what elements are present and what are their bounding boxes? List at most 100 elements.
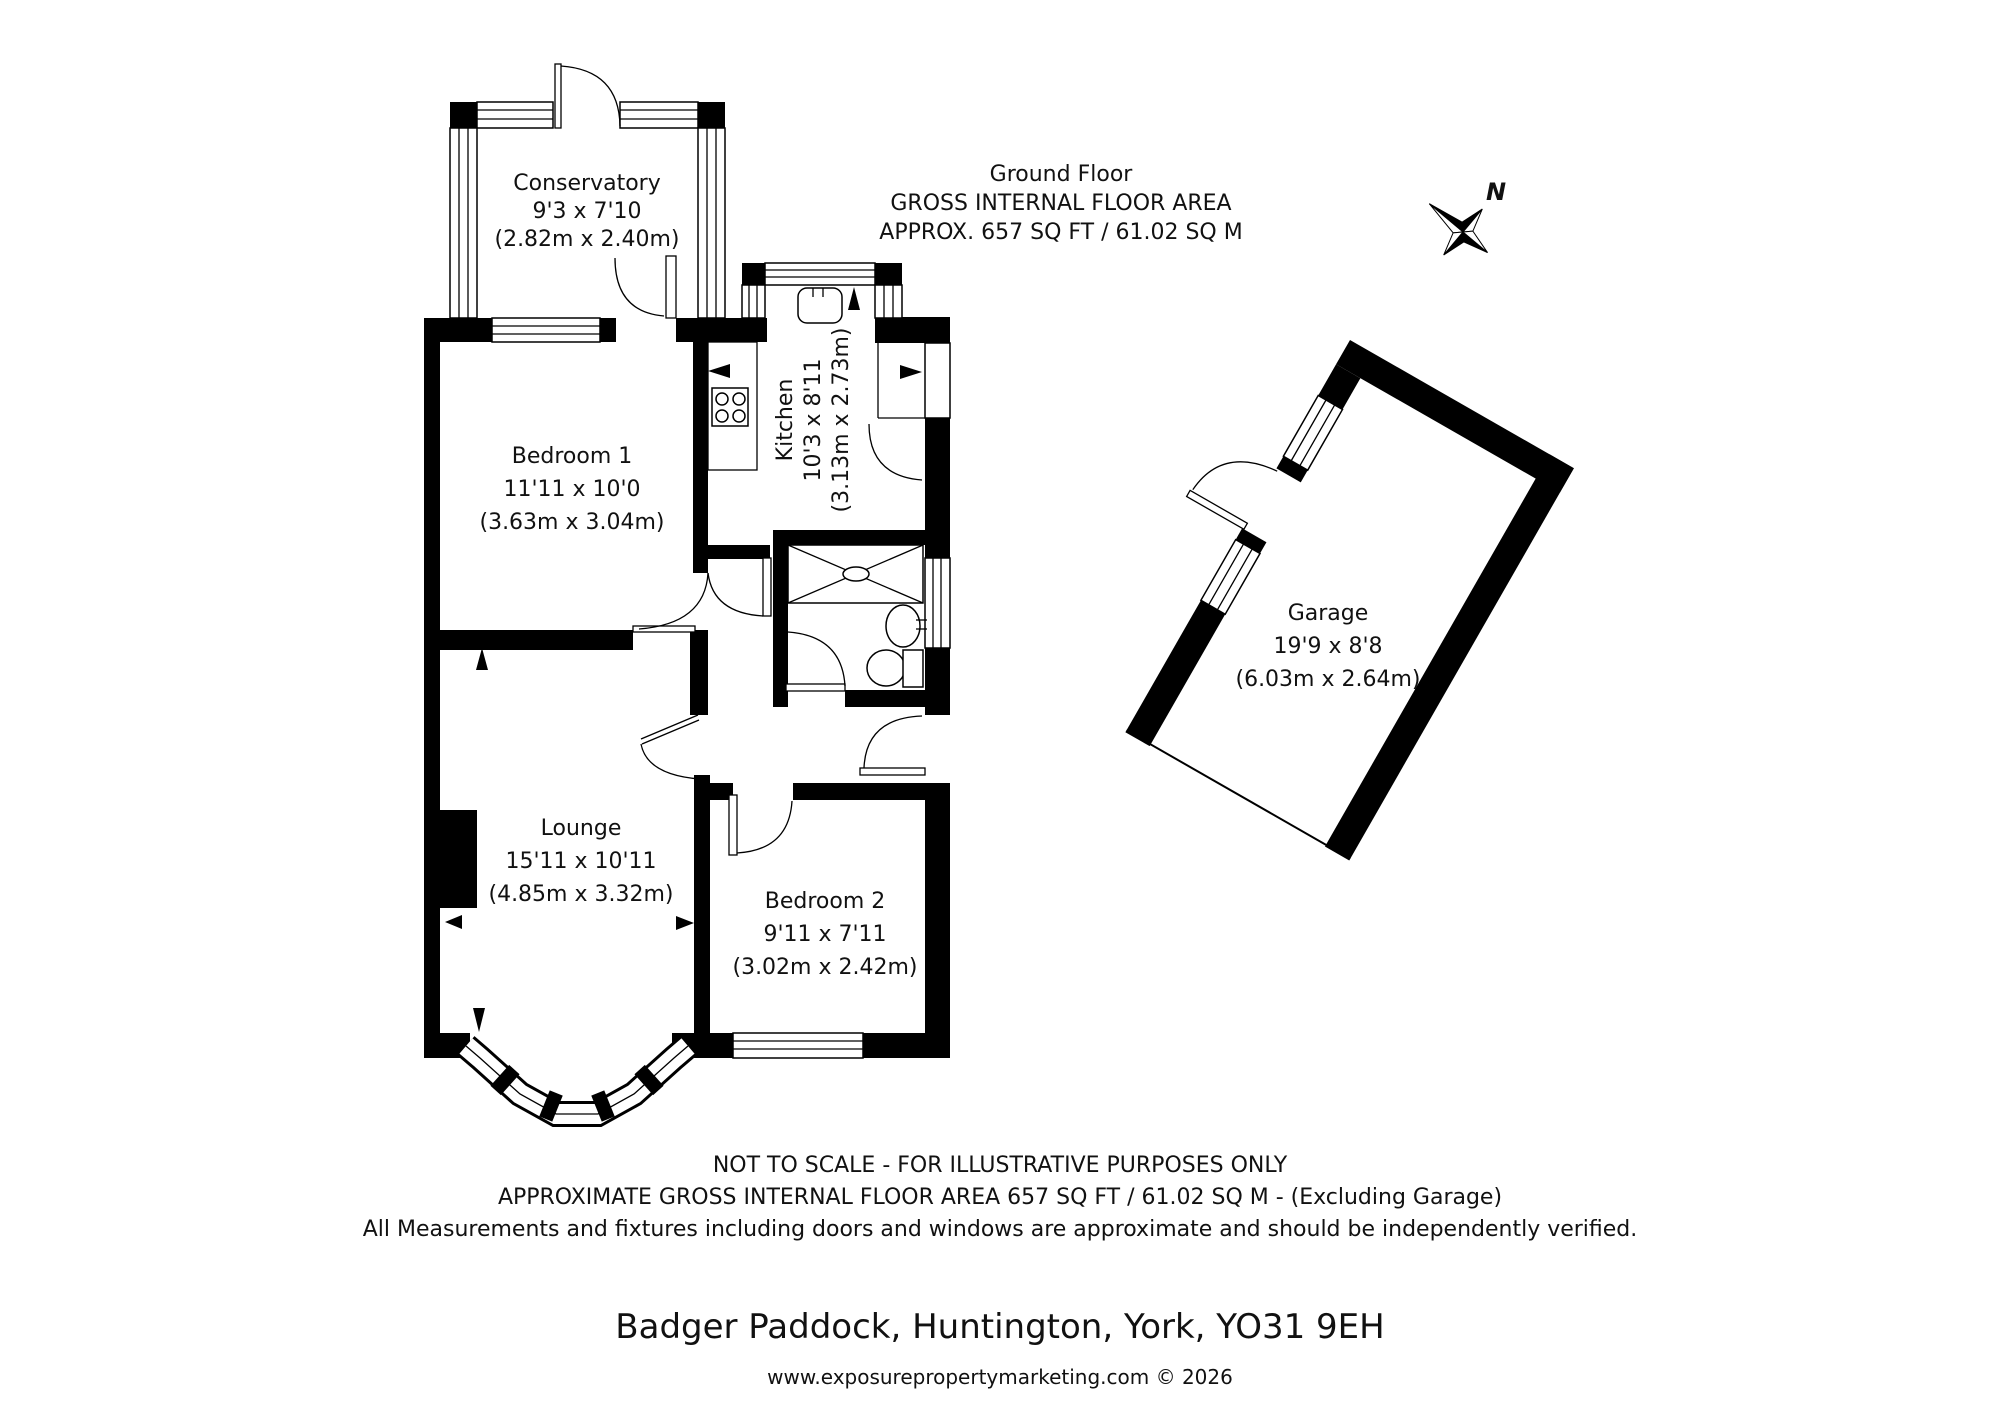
room-name: Conservatory (513, 171, 660, 196)
arrow-left-icon (445, 915, 462, 929)
marker-arrows (445, 287, 922, 1032)
arrow-down-icon (473, 1008, 485, 1032)
garage-structure (1125, 340, 1574, 861)
window (619, 101, 699, 129)
room-labels: Conservatory 9'3 x 7'10 (2.82m x 2.40m) … (479, 171, 1420, 980)
bay-mullions (490, 1064, 664, 1122)
room-name: Kitchen (773, 379, 798, 462)
disclaimer-line2: APPROXIMATE GROSS INTERNAL FLOOR AREA 65… (498, 1185, 1502, 1210)
room-name: Garage (1288, 601, 1369, 626)
door-arc (707, 572, 764, 617)
room-dim-metric: (2.82m x 2.40m) (494, 227, 679, 252)
windows (449, 101, 951, 1059)
room-label-garage: Garage 19'9 x 8'8 (6.03m x 2.64m) (1235, 601, 1420, 692)
shower-icon (787, 544, 924, 604)
window (697, 127, 726, 319)
door-leaf (728, 794, 738, 856)
wall-top-mid (600, 318, 616, 342)
wall-hall-top (693, 545, 770, 559)
wall-top-right (676, 318, 767, 342)
header-line3: APPROX. 657 SQ FT / 61.02 SQ M (879, 220, 1242, 245)
bay-window (457, 1036, 697, 1127)
house-walls (424, 102, 950, 1058)
wall-bed1-kitchen (693, 342, 708, 548)
chimney-breast (440, 810, 477, 908)
copyright-text: www.exposurepropertymarketing.com © 2026 (767, 1365, 1233, 1389)
window (741, 284, 766, 319)
wall-bed2-right (925, 783, 950, 1058)
wall-bed2-top-right (793, 783, 950, 800)
header-line1: Ground Floor (990, 162, 1134, 187)
room-name: Lounge (541, 816, 622, 841)
room-dim-metric: (4.85m x 3.32m) (488, 882, 673, 907)
door-arc (560, 65, 621, 127)
window (732, 1032, 864, 1059)
door-leaf (665, 255, 677, 319)
kitchen-right-wall (925, 418, 950, 533)
sink-icon (797, 287, 843, 324)
kitchen-counter (707, 341, 758, 471)
wall-bathroom-bottom (845, 690, 950, 707)
header-line2: GROSS INTERNAL FLOOR AREA (890, 191, 1231, 216)
door-arc (614, 257, 665, 317)
hob-icon (711, 387, 749, 427)
room-dim-imperial: 19'9 x 8'8 (1273, 634, 1382, 659)
wall-bed2-bottom-right (863, 1033, 950, 1058)
header: Ground Floor GROSS INTERNAL FLOOR AREA A… (879, 162, 1242, 245)
wall-bathroom-bottom-left (773, 690, 788, 707)
wall-lounge-right (694, 775, 710, 1058)
window (874, 284, 903, 319)
wall-bed1-right-lower (693, 548, 708, 573)
conservatory-post-left (450, 102, 477, 128)
door-arc (787, 631, 846, 687)
arrow-right-icon (676, 916, 694, 930)
window (449, 127, 478, 319)
kitchen-post-left (742, 263, 765, 285)
compass-icon: N (1428, 178, 1506, 256)
door-leaf (762, 557, 772, 617)
door-leaf (1185, 489, 1249, 531)
address-title: Badger Paddock, Huntington, York, YO31 9… (615, 1307, 1384, 1347)
fixtures (707, 287, 927, 688)
doors (554, 63, 926, 856)
door-arc (736, 800, 793, 854)
room-dim-metric: (3.63m x 3.04m) (479, 510, 664, 535)
arrow-up-icon (848, 287, 860, 310)
conservatory-post-right (698, 102, 725, 128)
room-label-kitchen: Kitchen 10'3 x 8'11 (3.13m x 2.73m) (773, 327, 854, 512)
door-arc (638, 572, 709, 630)
room-dim-imperial: 10'3 x 8'11 (801, 358, 826, 481)
room-dim-imperial: 9'11 x 7'11 (763, 922, 886, 947)
room-label-bedroom2: Bedroom 2 9'11 x 7'11 (3.02m x 2.42m) (732, 889, 917, 980)
wall-top-left-block (424, 318, 492, 342)
door-arc (863, 715, 923, 769)
door-arc (868, 423, 923, 481)
door-leaf (632, 625, 696, 633)
toilet-icon (866, 649, 924, 688)
wall-kitchen-bathroom (773, 530, 950, 545)
window (476, 101, 554, 129)
wall-lounge-top (440, 630, 633, 650)
disclaimer-line1: NOT TO SCALE - FOR ILLUSTRATIVE PURPOSES… (713, 1153, 1288, 1178)
room-label-bedroom1: Bedroom 1 11'11 x 10'0 (3.63m x 3.04m) (479, 444, 664, 535)
wall-bed2-bottom-left (694, 1033, 733, 1058)
window (924, 557, 951, 649)
door-arc (640, 743, 701, 780)
arrow-up-icon (476, 648, 488, 670)
basin-icon (885, 604, 927, 648)
kitchen-corner-right (875, 317, 950, 343)
wall-lounge-hall-corner (690, 630, 708, 715)
wall-bed2-top-left (710, 783, 733, 800)
room-dim-imperial: 15'11 x 10'11 (505, 849, 656, 874)
arrow-left-icon (708, 364, 730, 378)
door-leaf (554, 63, 562, 129)
door-leaf (785, 683, 846, 692)
room-name: Bedroom 1 (512, 444, 633, 469)
door-leaf (859, 767, 926, 776)
room-dim-metric: (3.02m x 2.42m) (732, 955, 917, 980)
window (764, 262, 876, 286)
door-opening (924, 342, 951, 419)
room-dim-metric: (3.13m x 2.73m) (829, 327, 854, 512)
